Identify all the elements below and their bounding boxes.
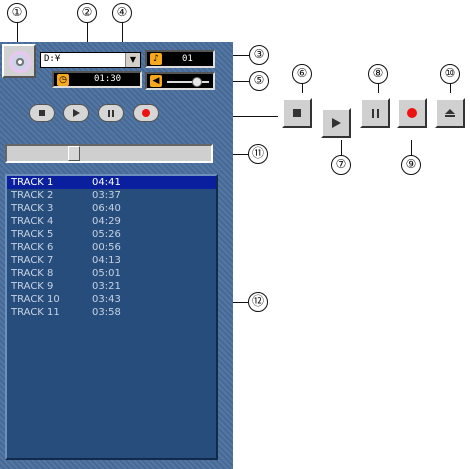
track-name: TRACK 5 bbox=[11, 229, 54, 240]
stop-icon bbox=[293, 109, 301, 117]
eject-button-large[interactable] bbox=[435, 98, 465, 128]
track-row[interactable]: TRACK 8 05:01 bbox=[7, 267, 216, 280]
pause-icon bbox=[108, 109, 114, 117]
track-row[interactable]: TRACK 1 04:41 bbox=[7, 176, 216, 189]
track-duration: 03:37 bbox=[92, 190, 121, 201]
time-value: 01:30 bbox=[94, 74, 122, 84]
volume-track[interactable] bbox=[167, 81, 209, 83]
track-duration: 04:29 bbox=[92, 216, 121, 227]
track-name: TRACK 3 bbox=[11, 203, 54, 214]
track-row[interactable]: TRACK 3 06:40 bbox=[7, 202, 216, 215]
track-row[interactable]: TRACK 5 05:26 bbox=[7, 228, 216, 241]
play-button[interactable] bbox=[63, 104, 89, 122]
track-row[interactable]: TRACK 9 03:21 bbox=[7, 280, 216, 293]
track-duration: 05:01 bbox=[92, 268, 121, 279]
track-name: TRACK 9 bbox=[11, 281, 54, 292]
pause-icon bbox=[371, 108, 379, 118]
track-duration: 04:41 bbox=[92, 177, 121, 188]
track-number: 01 bbox=[182, 54, 193, 64]
track-name: TRACK 2 bbox=[11, 190, 54, 201]
track-row[interactable]: TRACK 6 00:56 bbox=[7, 241, 216, 254]
track-name: TRACK 11 bbox=[11, 307, 60, 318]
leader-11 bbox=[218, 154, 248, 155]
stop-button[interactable] bbox=[29, 104, 55, 122]
pause-button[interactable] bbox=[98, 104, 124, 122]
stop-icon bbox=[39, 110, 45, 116]
stop-button-large[interactable] bbox=[282, 98, 312, 128]
leader-9 bbox=[411, 140, 412, 155]
track-duration: 05:26 bbox=[92, 229, 121, 240]
clock-icon: ◷ bbox=[57, 74, 69, 86]
leader-1 bbox=[17, 22, 18, 44]
time-display: ◷ 01:30 bbox=[52, 71, 142, 88]
track-name: TRACK 10 bbox=[11, 294, 60, 305]
record-button[interactable] bbox=[133, 104, 159, 122]
leader-6 bbox=[302, 83, 303, 93]
callout-5: ⑤ bbox=[249, 71, 269, 91]
drive-value: D:¥ bbox=[44, 54, 61, 64]
callout-1: ① bbox=[7, 3, 27, 23]
play-icon bbox=[72, 109, 80, 117]
track-row[interactable]: TRACK 2 03:37 bbox=[7, 189, 216, 202]
record-icon bbox=[407, 108, 417, 118]
record-button-large[interactable] bbox=[397, 98, 427, 128]
eject-icon bbox=[445, 109, 455, 117]
track-name: TRACK 4 bbox=[11, 216, 54, 227]
play-button-large[interactable] bbox=[321, 108, 351, 138]
track-duration: 00:56 bbox=[92, 242, 121, 253]
track-name: TRACK 7 bbox=[11, 255, 54, 266]
speaker-icon: ◀ bbox=[150, 75, 162, 87]
callout-3: ③ bbox=[249, 45, 269, 65]
track-duration: 06:40 bbox=[92, 203, 121, 214]
track-row[interactable]: TRACK 4 04:29 bbox=[7, 215, 216, 228]
dropdown-arrow-icon[interactable]: ▼ bbox=[125, 53, 140, 67]
pause-button-large[interactable] bbox=[360, 98, 390, 128]
disc-button[interactable] bbox=[2, 44, 36, 78]
track-duration: 03:21 bbox=[92, 281, 121, 292]
leader-8 bbox=[378, 83, 379, 93]
callout-7: ⑦ bbox=[331, 155, 351, 175]
track-name: TRACK 6 bbox=[11, 242, 54, 253]
drive-select[interactable]: D:¥ ▼ bbox=[40, 52, 141, 68]
volume-control[interactable]: ◀ bbox=[145, 72, 215, 90]
callout-8: ⑧ bbox=[368, 64, 388, 84]
track-duration: 03:43 bbox=[92, 294, 121, 305]
track-row[interactable]: TRACK 11 03:58 bbox=[7, 306, 216, 319]
track-name: TRACK 8 bbox=[11, 268, 54, 279]
track-name: TRACK 1 bbox=[11, 177, 54, 188]
record-icon bbox=[142, 109, 150, 117]
track-row[interactable]: TRACK 7 04:13 bbox=[7, 254, 216, 267]
callout-6: ⑥ bbox=[292, 64, 312, 84]
leader-10 bbox=[450, 83, 451, 93]
play-icon bbox=[331, 118, 341, 128]
callout-4: ④ bbox=[112, 3, 132, 23]
callout-11: ⑪ bbox=[248, 144, 268, 164]
seek-bar[interactable] bbox=[5, 144, 213, 163]
music-note-icon: ♪ bbox=[150, 53, 162, 65]
seek-thumb[interactable] bbox=[68, 146, 80, 161]
callout-12: ⑫ bbox=[248, 292, 268, 312]
cd-icon bbox=[9, 51, 31, 73]
callout-9: ⑨ bbox=[401, 155, 421, 175]
leader-7 bbox=[341, 140, 342, 155]
leader-2 bbox=[87, 22, 88, 54]
callout-10: ⑩ bbox=[440, 64, 460, 84]
volume-knob[interactable] bbox=[192, 77, 202, 87]
track-duration: 04:13 bbox=[92, 255, 121, 266]
track-display: ♪ 01 bbox=[145, 50, 215, 68]
track-duration: 03:58 bbox=[92, 307, 121, 318]
track-row[interactable]: TRACK 10 03:43 bbox=[7, 293, 216, 306]
callout-2: ② bbox=[77, 3, 97, 23]
leader-12 bbox=[218, 302, 248, 303]
